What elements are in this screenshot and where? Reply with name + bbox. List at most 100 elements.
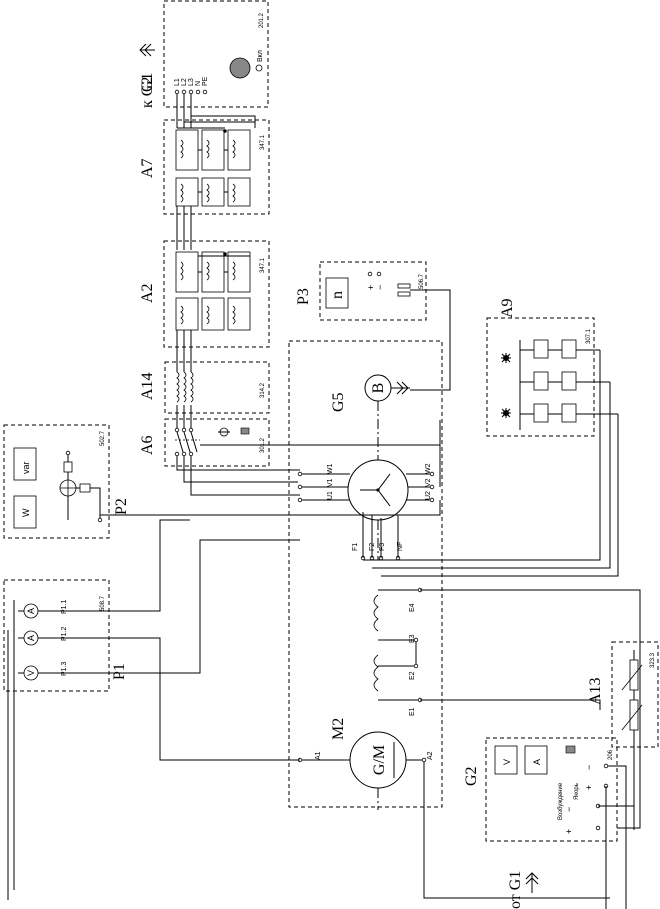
svg-text:E4: E4 <box>409 603 416 612</box>
svg-text:A: A <box>26 635 36 641</box>
g1-terminal-l2-label: L2 <box>181 78 188 86</box>
a6-switch <box>174 427 250 457</box>
p2-meter-var-label: var <box>21 461 31 474</box>
svg-text:B: B <box>370 383 387 394</box>
g2-voltmeter-box <box>494 745 518 775</box>
p3-speed-block: n + − <box>325 271 451 391</box>
code-g2: 206 <box>608 749 614 760</box>
svg-text:n: n <box>329 291 346 299</box>
svg-text:A: A <box>532 759 542 765</box>
p3-speed-display <box>325 277 349 309</box>
svg-text:Возбуждение: Возбуждение <box>558 782 564 820</box>
svg-text:W1: W1 <box>327 463 334 474</box>
p2-meter-w-label: W <box>21 508 31 517</box>
g1-switch-label: Вкл <box>257 50 264 62</box>
svg-text:Якорь: Якорь <box>574 783 580 800</box>
p2-meter-var-box <box>13 447 37 481</box>
a7-transformer <box>175 129 251 207</box>
g5-generator: B W1 V1 U1 W2 V2 U2 F1 F2 F3 NF <box>100 374 441 561</box>
code-a13: 323.3 <box>650 652 656 668</box>
g1-terminal-n-label: N <box>195 81 202 86</box>
p2-meter-w-box <box>13 495 37 529</box>
g2-dc-supply: V A Возбуждение Якорь + − + − от G1 <box>494 745 634 909</box>
block-a6-frame <box>164 418 270 467</box>
label-a7: A7 <box>139 158 156 178</box>
svg-text:P1.2: P1.2 <box>61 626 68 641</box>
block-p2-frame <box>3 424 110 539</box>
g1-indicator-lamp <box>255 64 263 72</box>
svg-text:F1: F1 <box>352 543 359 551</box>
svg-text:V: V <box>26 670 36 676</box>
svg-text:−: − <box>375 285 385 290</box>
svg-text:V: V <box>502 759 512 765</box>
label-a6: A6 <box>139 435 156 455</box>
block-p3-frame <box>319 261 427 321</box>
svg-text:V2: V2 <box>425 478 432 487</box>
connector-to-g2-icon <box>139 43 155 57</box>
a9-load-block <box>363 339 619 577</box>
code-a2: 347.1 <box>260 257 266 273</box>
svg-text:+: + <box>366 285 376 290</box>
label-p1: P1 <box>111 663 128 680</box>
g1-switch-knob[interactable] <box>229 57 251 79</box>
code-p2: 502.7 <box>100 430 106 446</box>
label-a2: A2 <box>139 283 156 303</box>
label-from-g1: от G1 <box>507 871 524 909</box>
a13-rheostat <box>621 650 643 830</box>
label-to-g2: к G2 <box>139 77 156 108</box>
block-g1-frame <box>163 0 269 108</box>
p2-wattmeter-block: W var <box>13 447 103 529</box>
three-phase-bus <box>176 94 256 430</box>
svg-text:P1.1: P1.1 <box>61 599 68 614</box>
svg-text:−: − <box>564 807 574 812</box>
g1-terminal-pe-label: PE <box>202 76 209 86</box>
block-g5-m2-frame <box>288 340 443 808</box>
svg-text:P1.3: P1.3 <box>61 661 68 676</box>
m2-dc-machine: G/M A1 A2 E1 E2 E3 E4 <box>44 519 641 899</box>
block-g2-frame <box>485 737 618 842</box>
svg-text:E3: E3 <box>409 634 416 643</box>
svg-text:+: + <box>584 785 594 790</box>
label-a13: A13 <box>587 677 604 705</box>
p1-meters-block: A A V P1.1 P1.2 P1.3 <box>7 599 68 900</box>
code-a9: 307.1 <box>586 328 592 344</box>
code-g1: 201.2 <box>259 12 265 28</box>
code-p3: 506.7 <box>419 273 425 289</box>
label-g1: G1 <box>139 72 156 92</box>
a6-indicator-icon <box>240 427 250 435</box>
block-a9-frame <box>486 317 595 437</box>
label-a9: A9 <box>499 298 516 318</box>
code-p1: 508.7 <box>100 595 106 611</box>
svg-text:−: − <box>584 765 594 770</box>
block-a13-frame <box>611 641 659 748</box>
svg-text:A2: A2 <box>427 751 434 760</box>
g1-power-supply: Вкл L1 L2 L3 N PE к G2 <box>139 43 264 108</box>
label-p3: P3 <box>295 288 312 305</box>
block-a2-frame <box>163 240 270 348</box>
svg-text:U1: U1 <box>327 491 334 500</box>
label-g5: G5 <box>330 392 347 412</box>
g2-ammeter-box <box>524 745 548 775</box>
svg-text:U2: U2 <box>425 491 432 500</box>
label-p2: P2 <box>113 498 130 515</box>
a2-transformer <box>175 251 251 331</box>
svg-text:A: A <box>26 608 36 614</box>
svg-text:A1: A1 <box>315 751 322 760</box>
g1-terminal-l3-label: L3 <box>188 78 195 86</box>
block-a7-frame <box>163 119 270 215</box>
label-m2: M2 <box>330 718 347 740</box>
a14-reactor <box>176 371 194 403</box>
g2-indicator-icon <box>565 745 576 754</box>
svg-text:G/M: G/M <box>371 745 388 775</box>
label-a14: A14 <box>139 372 156 400</box>
svg-text:NF: NF <box>397 542 404 551</box>
svg-text:E1: E1 <box>409 707 416 716</box>
block-a14-frame <box>164 361 270 414</box>
block-p1-frame <box>3 579 110 692</box>
code-a7: 347.1 <box>260 134 266 150</box>
code-a14: 314.2 <box>260 382 266 398</box>
svg-text:V1: V1 <box>327 478 334 487</box>
label-g2: G2 <box>463 766 480 786</box>
svg-text:+: + <box>564 829 574 834</box>
